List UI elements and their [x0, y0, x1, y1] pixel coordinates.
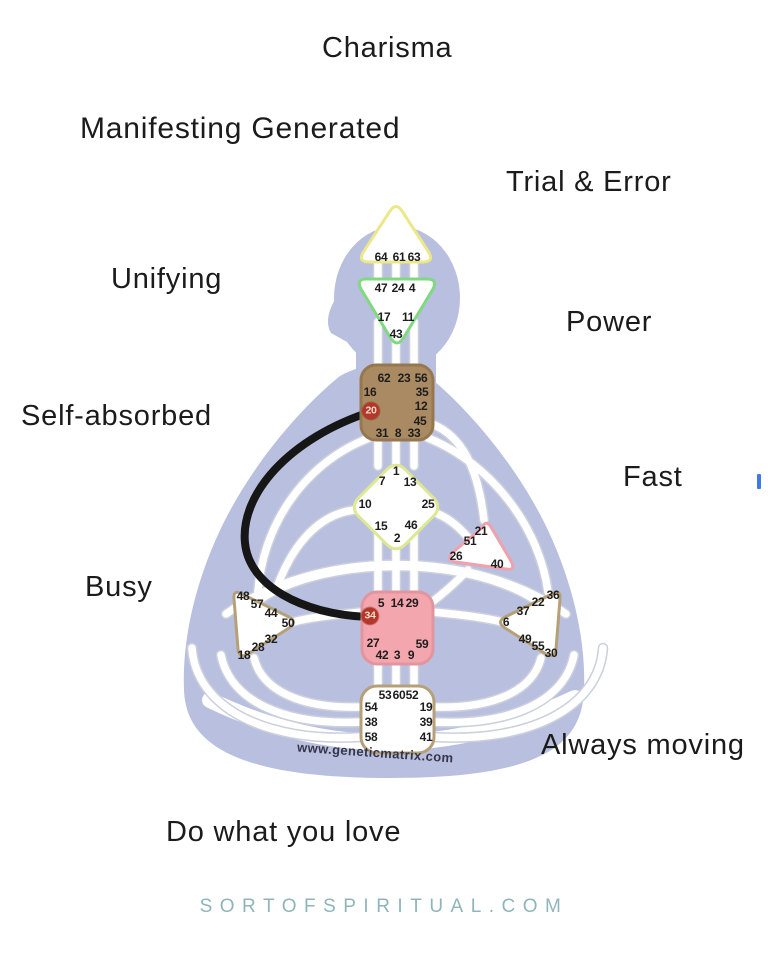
label-manifesting-generated: Manifesting Generated: [80, 112, 401, 145]
label-busy: Busy: [85, 571, 153, 603]
centers: [232, 205, 562, 755]
label-power: Power: [566, 306, 653, 338]
label-charisma: Charisma: [322, 32, 453, 64]
label-trial-and-error: Trial & Error: [506, 166, 672, 198]
throat-center-shape: [359, 363, 435, 442]
text-cursor: [757, 474, 761, 489]
label-self-absorbed: Self-absorbed: [21, 400, 212, 432]
g-center-shape: [352, 463, 440, 551]
head-center-shape: [359, 205, 433, 264]
site-url-text: SORTOFSPIRITUAL.COM: [199, 896, 569, 917]
spleen-center-shape: [232, 590, 295, 658]
solar-plexus-center-shape: [499, 590, 562, 658]
label-do-what-you-love: Do what you love: [166, 816, 402, 848]
channel-20-34: [240, 407, 377, 621]
heart-center-shape: [448, 521, 515, 571]
label-always-moving: Always moving: [541, 729, 745, 761]
ajna-center-shape: [357, 277, 436, 345]
root-center-shape: [359, 684, 436, 755]
sacral-center-shape: [360, 590, 435, 666]
label-fast: Fast: [623, 461, 683, 493]
label-unifying: Unifying: [111, 263, 223, 295]
